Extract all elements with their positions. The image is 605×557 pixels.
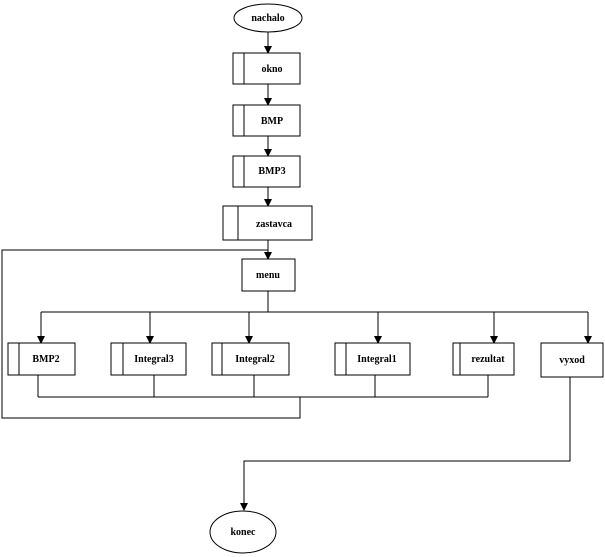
end-terminal: konec: [209, 510, 277, 554]
nodes: nachalo okno BMP BMP3 zastavca: [7, 3, 604, 554]
node-integral3: Integral3: [110, 342, 187, 376]
node-zastavca: zastavca: [222, 205, 313, 241]
edge-vyxod-end: [240, 377, 571, 511]
node-integral2-label: Integral2: [235, 354, 274, 365]
node-okno-label: okno: [261, 64, 282, 75]
end-terminal-label: konec: [231, 527, 257, 538]
node-integral1-label: Integral1: [357, 354, 396, 365]
node-vyxod: vyxod: [540, 342, 604, 378]
node-bmp2-label: BMP2: [32, 354, 59, 365]
node-bmp-label: BMP: [261, 116, 283, 127]
edges: [1, 32, 592, 511]
node-zastavca-label: zastavca: [256, 219, 292, 230]
node-vyxod-label: vyxod: [559, 355, 585, 366]
node-bmp3: BMP3: [232, 155, 301, 188]
node-integral2: Integral2: [211, 342, 290, 376]
node-okno: okno: [232, 52, 301, 85]
start-terminal: nachalo: [233, 3, 303, 33]
node-integral3-label: Integral3: [134, 354, 173, 365]
node-bmp3-label: BMP3: [258, 166, 285, 177]
node-rezultat: rezultat: [452, 342, 515, 376]
node-bmp2: BMP2: [7, 342, 76, 376]
node-integral1: Integral1: [334, 342, 411, 376]
node-menu: menu: [241, 258, 296, 292]
loop-back-to-menu: [1, 249, 301, 419]
node-bmp: BMP: [232, 104, 301, 137]
start-terminal-label: nachalo: [251, 13, 284, 24]
node-menu-label: menu: [256, 270, 280, 281]
node-rezultat-label: rezultat: [471, 354, 505, 365]
